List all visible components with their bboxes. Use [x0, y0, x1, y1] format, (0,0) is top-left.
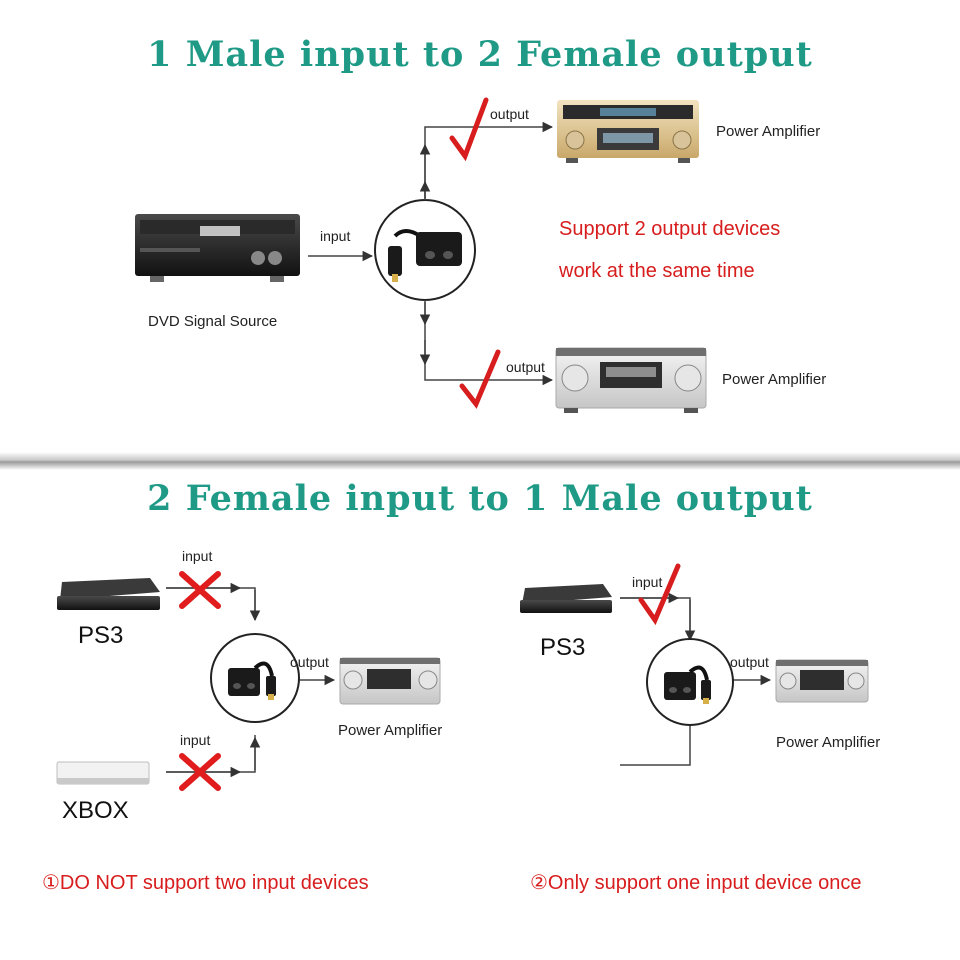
- caption-left: ①DO NOT support two input devices: [42, 872, 369, 894]
- support-note-line2: work at the same time: [559, 260, 755, 282]
- dvd-player-icon: [135, 214, 300, 282]
- output-label-top: output: [490, 106, 529, 122]
- dvd-source-label: DVD Signal Source: [148, 313, 278, 330]
- xbox-console-icon: [56, 761, 150, 785]
- gold-amplifier-icon: [557, 100, 699, 163]
- cross-mark-icon: [179, 753, 221, 791]
- xbox-label: XBOX: [62, 797, 129, 824]
- splitter-adapter-icon: [374, 199, 476, 301]
- check-mark-icon: [449, 97, 489, 162]
- ps3-label: PS3: [78, 622, 124, 649]
- input-label: input: [320, 228, 351, 244]
- combiner-adapter-icon: [646, 638, 734, 726]
- check-mark-icon: [459, 349, 501, 409]
- amp-top-label: Power Amplifier: [716, 123, 821, 140]
- check-mark-icon: [638, 563, 681, 626]
- input-label: input: [632, 574, 663, 590]
- cross-mark-icon: [179, 571, 221, 609]
- output-label: output: [730, 654, 769, 670]
- input-label: input: [180, 732, 211, 748]
- output-label-bottom: output: [506, 359, 545, 375]
- top-title: 1 Male input to 2 Female output: [147, 34, 813, 75]
- silver-amplifier-icon: [775, 659, 869, 703]
- ps3-console-icon: [57, 578, 160, 610]
- amp-label-left: Power Amplifier: [338, 722, 443, 739]
- amp-bottom-label: Power Amplifier: [722, 371, 827, 388]
- bottom-title: 2 Female input to 1 Male output: [147, 478, 813, 519]
- amp-label-right: Power Amplifier: [776, 734, 881, 751]
- support-note-line1: Support 2 output devices: [559, 218, 781, 240]
- silver-amplifier-icon: [555, 347, 707, 413]
- caption-right: ②Only support one input device once: [530, 872, 862, 894]
- section-divider: [0, 452, 960, 470]
- output-label: output: [290, 654, 329, 670]
- ps3-console-icon: [520, 584, 612, 613]
- combiner-adapter-icon: [210, 633, 300, 723]
- ps3-label: PS3: [540, 634, 586, 661]
- silver-amplifier-icon: [339, 657, 441, 705]
- input-label: input: [182, 548, 213, 564]
